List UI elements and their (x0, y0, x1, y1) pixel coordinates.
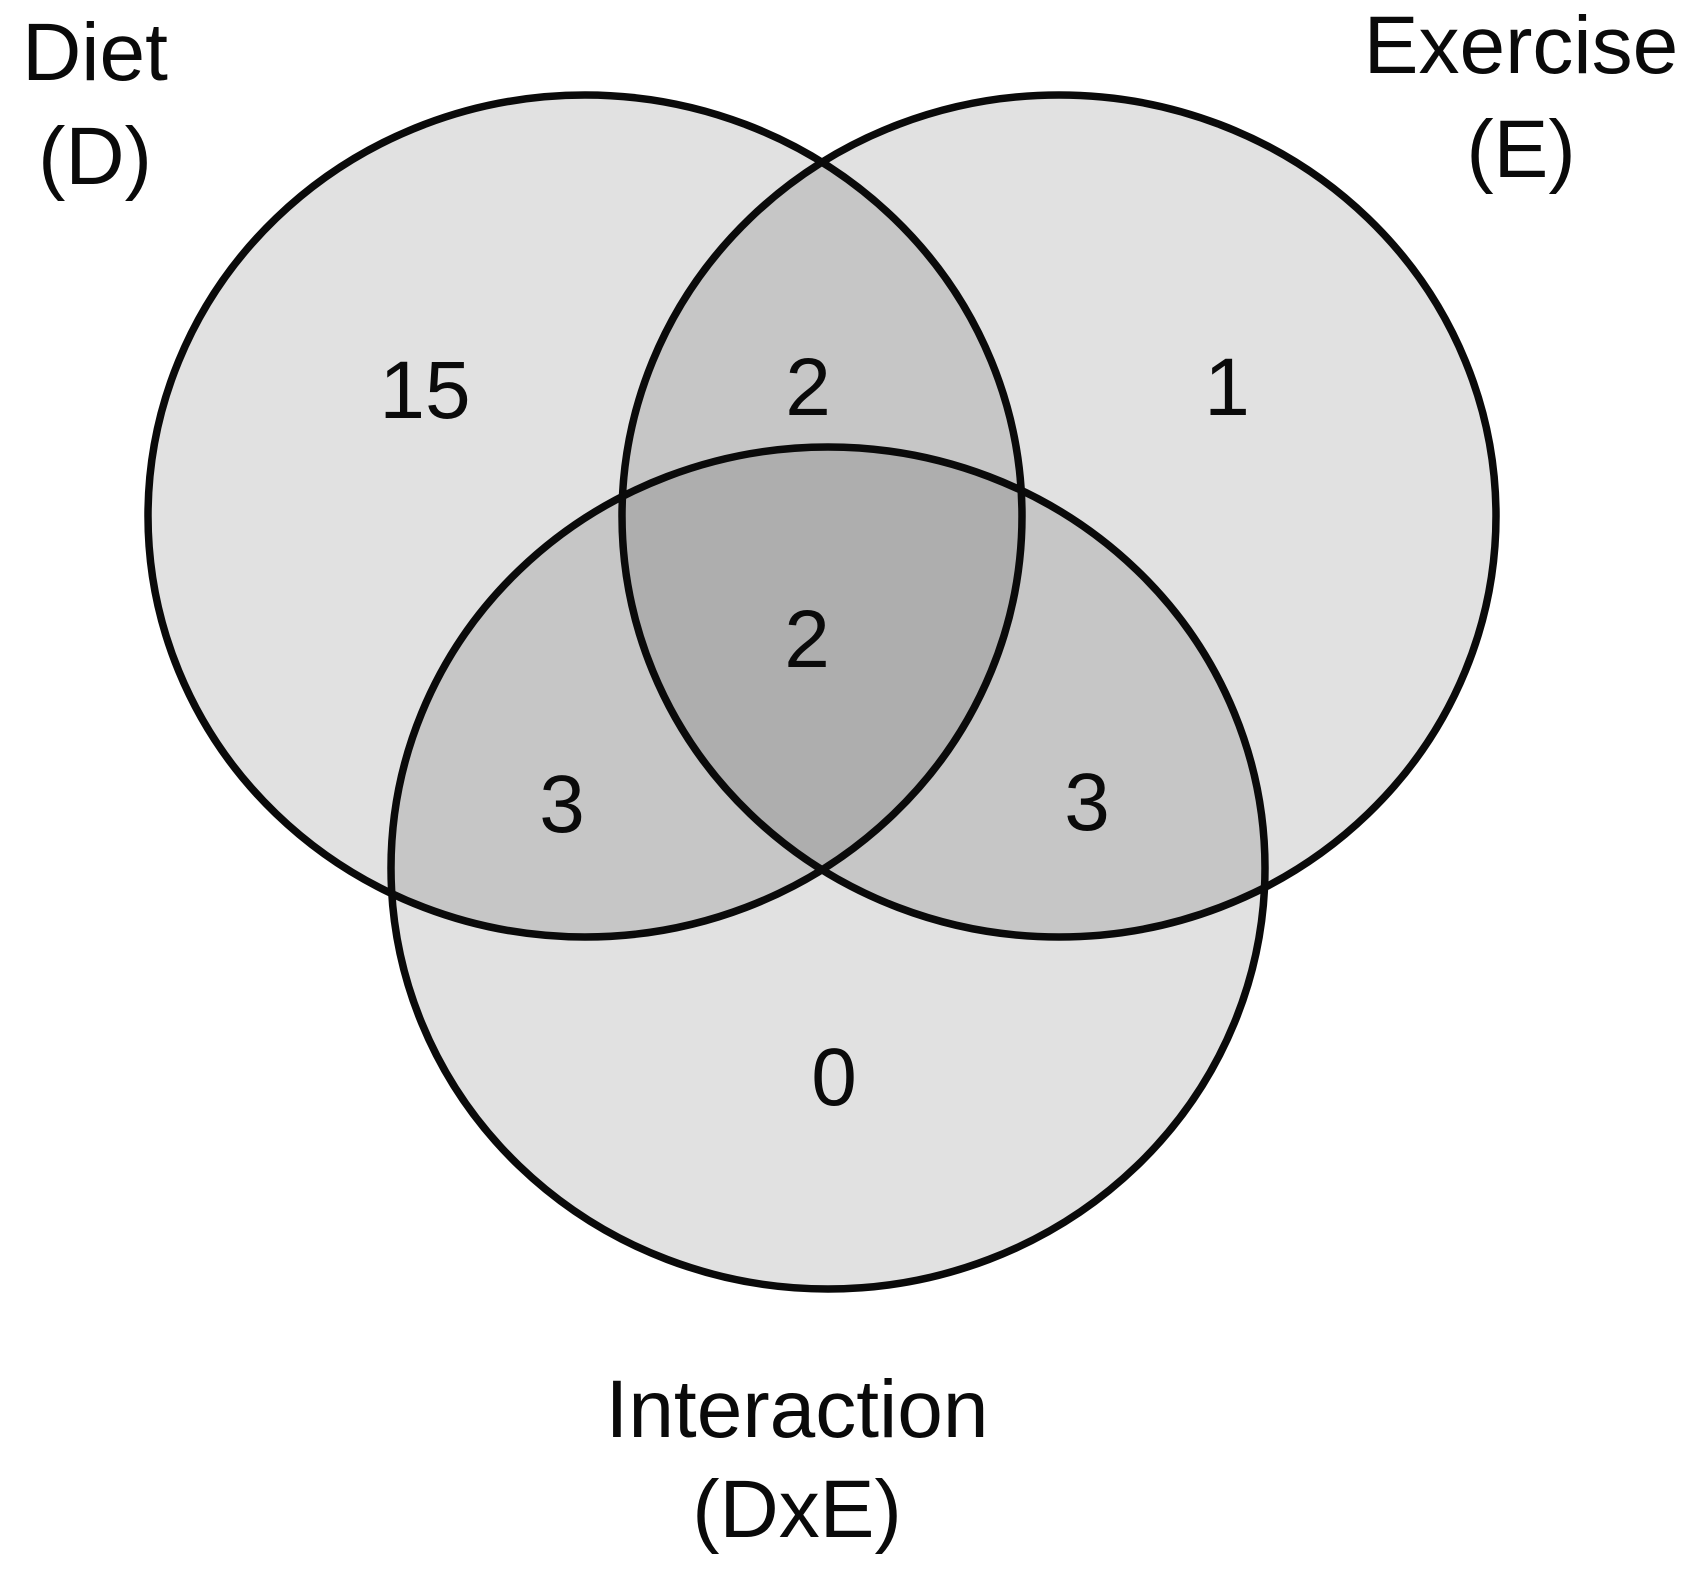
diet-abbr-label: (D) (38, 111, 152, 202)
count-diet-interaction: 3 (539, 759, 585, 850)
count-diet-only: 15 (379, 345, 470, 436)
count-all-three: 2 (784, 594, 830, 685)
interaction-circle-outline (387, 443, 1269, 1293)
set-labels: Diet (D) Exercise (E) Interaction (DxE) (22, 0, 1678, 1555)
circle-fills (148, 95, 1496, 1289)
count-exercise-interaction: 3 (1064, 757, 1110, 848)
interaction-abbr-label: (DxE) (692, 1464, 902, 1555)
circle-fills-opacity (148, 95, 1496, 1289)
exercise-circle-fill (622, 95, 1496, 937)
exercise-label: Exercise (1364, 0, 1678, 91)
diet-label: Diet (22, 7, 168, 98)
count-diet-exercise: 2 (785, 342, 831, 433)
exercise-circle-outline (618, 91, 1500, 941)
circle-outlines (144, 91, 1500, 1293)
count-exercise-only: 1 (1204, 342, 1250, 433)
count-interaction-only: 0 (811, 1032, 857, 1123)
interaction-label: Interaction (606, 1364, 989, 1455)
region-counts: 15 2 1 2 3 3 0 (379, 342, 1249, 1123)
diet-circle-outline (144, 91, 1026, 941)
exercise-abbr-label: (E) (1466, 104, 1575, 195)
